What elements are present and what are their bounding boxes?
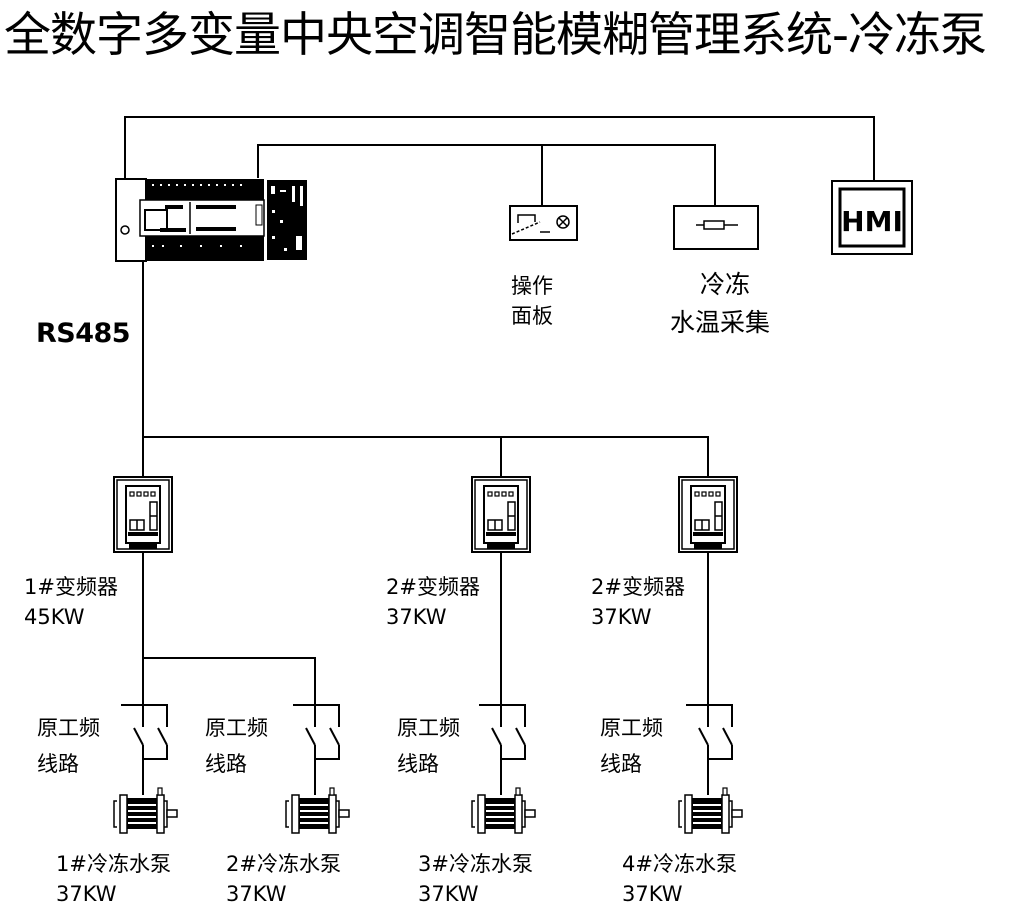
hmi-link-wire	[124, 116, 875, 180]
hmi-label: HMI	[841, 205, 903, 238]
vfd3-power: 37KW	[591, 605, 652, 629]
bypass-switch-3	[479, 704, 526, 795]
vfd3-name: 2#变频器	[591, 575, 685, 599]
pump-motor-icon-1	[113, 787, 178, 834]
hmi-device: HMI	[831, 180, 913, 255]
bypass-label-1-line1: 原工频	[37, 716, 100, 740]
pump2-power: 37KW	[226, 882, 287, 906]
vfd1-branch-wire	[143, 657, 316, 705]
vfd1-name: 1#变频器	[24, 575, 118, 599]
pump1-power: 37KW	[56, 882, 117, 906]
bypass-switch-4	[686, 704, 733, 795]
plc-controller	[115, 178, 307, 262]
pump2-name: 2#冷冻水泵	[226, 852, 341, 876]
pump-motor-icon-4	[678, 787, 743, 834]
bypass-switch-2	[293, 704, 340, 795]
bypass-label-2-line1: 原工频	[205, 716, 268, 740]
vfd-device-2	[471, 476, 531, 553]
bypass-label-4-line2: 线路	[600, 752, 642, 776]
bypass-label-3-line2: 线路	[397, 752, 439, 776]
operator-panel-label-line2: 面板	[511, 304, 553, 328]
vfd2-power: 37KW	[386, 605, 447, 629]
vfd2-name: 2#变频器	[386, 575, 480, 599]
pump-unit-3	[471, 704, 536, 834]
operator-panel-label-line1: 操作	[511, 274, 553, 298]
page-title: 全数字多变量中央空调智能模糊管理系统-冷冻泵	[4, 8, 987, 63]
vfd-device-3	[678, 476, 738, 553]
pump-unit-2	[285, 704, 350, 834]
vfd-device-1	[113, 476, 173, 553]
bypass-label-1-line2: 线路	[37, 752, 79, 776]
temperature-sensor-device	[673, 205, 759, 250]
bypass-switch-1	[121, 704, 168, 795]
rs485-bus-wire	[143, 436, 709, 477]
temp-sensor-label-line2: 水温采集	[670, 308, 771, 337]
operator-panel-device	[509, 205, 578, 241]
pump3-power: 37KW	[418, 882, 479, 906]
pump-unit-1	[113, 704, 178, 834]
pump4-power: 37KW	[622, 882, 683, 906]
pump1-name: 1#冷冻水泵	[56, 852, 171, 876]
bypass-label-2-line2: 线路	[205, 752, 247, 776]
pump3-name: 3#冷冻水泵	[418, 852, 533, 876]
rs485-bus-label: RS485	[36, 318, 131, 349]
pump-unit-4	[678, 704, 743, 834]
bypass-label-4-line1: 原工频	[600, 716, 663, 740]
temp-sensor-label-line1: 冷冻	[700, 270, 751, 299]
io-link-wire	[257, 144, 716, 205]
bypass-label-3-line1: 原工频	[397, 716, 460, 740]
vfd1-power: 45KW	[24, 605, 85, 629]
pump4-name: 4#冷冻水泵	[622, 852, 737, 876]
pump-motor-icon-2	[285, 787, 350, 834]
pump-motor-icon-3	[471, 787, 536, 834]
